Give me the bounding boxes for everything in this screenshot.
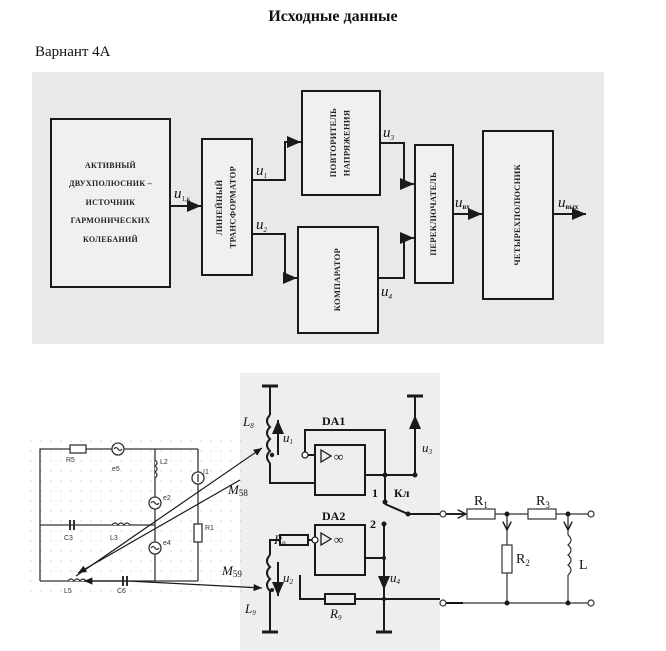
wire-u3: [381, 142, 414, 190]
label-u3: u3: [383, 125, 395, 142]
label-r9-top: R9: [273, 532, 286, 548]
label-l5: L5: [64, 588, 72, 595]
arrow-m59: [127, 580, 263, 592]
resistor-r3-quad: [527, 508, 557, 520]
inductor-l3: [111, 522, 131, 527]
inductor-l2: [153, 459, 158, 479]
right-circuit-dots: [269, 419, 418, 601]
resistor-r2-quad: [501, 544, 513, 574]
label-c6: C6: [117, 588, 126, 595]
document-title: Исходные данные: [268, 8, 398, 25]
label-m59: M59: [221, 563, 242, 579]
label-u1-right: u1: [283, 430, 293, 446]
label-l-quad: L: [579, 558, 588, 573]
label-r5: R5: [66, 457, 75, 464]
inductor-l9: [266, 554, 272, 592]
grid-background: [28, 440, 243, 600]
label-i1: I1: [203, 469, 209, 476]
label-u-in: uвх: [455, 195, 470, 211]
label-l8: L8: [242, 414, 254, 430]
label-r1: R1: [205, 525, 214, 532]
label-u-out: uвых: [558, 195, 579, 211]
label-pos1: 1: [372, 486, 378, 500]
label-l3: L3: [110, 535, 118, 542]
label-da2: DA2: [322, 509, 345, 523]
source-line-5: КОЛЕБАНИЙ: [82, 234, 139, 244]
label-e5: e5: [112, 466, 120, 473]
mutual-arrows: [75, 447, 263, 592]
arrow-l5: [77, 479, 241, 574]
label-pos2: 2: [370, 517, 376, 531]
label-l9: L9: [244, 601, 256, 617]
label-m58: M58: [227, 482, 248, 498]
label-u4-right: u4: [390, 570, 401, 586]
quadripole-circuit: [439, 508, 595, 607]
resistor-r9-bottom: [324, 593, 356, 605]
wire-u4: [379, 232, 414, 279]
label-u3-right: u3: [422, 440, 433, 456]
left-circuit: [39, 442, 205, 586]
label-da1: DA1: [322, 414, 345, 428]
source-line-3: ИСТОЧНИК: [85, 197, 136, 207]
label-r2-quad: R2: [516, 552, 530, 568]
label-r3-quad: R3: [536, 494, 550, 510]
inductor-l5: [67, 578, 87, 583]
inductor-l8: [266, 414, 272, 464]
follower-block: ПОВТОРИТЕЛЬ НАПРЯЖЕНИЯ: [301, 90, 381, 196]
label-u-source: u1,к: [174, 186, 191, 203]
left-circuit-labels: R5 e5 L2 e2 I1 R1 C3 L3 e4 L5 C6: [64, 457, 214, 595]
source-block: АКТИВНЫЙ ДВУХПОЛЮСНИК – ИСТОЧНИК ГАРМОНИ…: [50, 118, 171, 288]
variant-label: Варнант 4А: [35, 44, 111, 60]
label-u1: u1: [256, 163, 267, 180]
resistor-r5: [69, 444, 87, 454]
label-l2: L2: [160, 459, 168, 466]
source-line-2: ДВУХПОЛЮСНИК –: [68, 179, 153, 189]
inductor-l-quad: [567, 534, 572, 576]
label-r9-bottom: R9: [329, 606, 342, 622]
right-circuit-labels: L8 u1 u3 M58 R9 M59 u2 u4 L9 R9: [221, 414, 433, 622]
inverting-input-da2: [311, 536, 319, 544]
label-u2: u2: [256, 217, 268, 234]
source-line-1: АКТИВНЫЙ: [84, 161, 137, 171]
label-e2: e2: [163, 495, 171, 502]
wire-u1: [253, 136, 301, 181]
transformer-block: ЛИНЕЙНЫЙ ТРАНСФОРМАТОР: [201, 138, 253, 276]
block-wires: [171, 136, 586, 284]
wire-u2: [253, 233, 297, 284]
inverting-input-da1: [301, 451, 309, 459]
opamp-da1: [314, 444, 366, 496]
opamp-da2: [314, 524, 366, 576]
label-kl: Кл: [394, 486, 410, 500]
switch-block: ПЕРЕКЛЮЧАТЕЛЬ: [414, 144, 454, 284]
quadripole-labels: R1 R3 R2 L: [474, 494, 588, 573]
arrow-m58: [75, 447, 263, 577]
right-circuit: [262, 384, 440, 634]
quadripole-block: ЧЕТЫРЕХПОЛЮСНИК: [482, 130, 554, 300]
signal-labels: u1,к u1 u2 u3 u4 uвх uвых: [174, 125, 579, 301]
infinity-da2: ∞: [334, 532, 343, 547]
comparator-block: КОМПАРАТОР: [297, 226, 379, 334]
label-c3: C3: [64, 535, 73, 542]
source-line-4: ГАРМОНИЧЕСКИХ: [70, 216, 151, 226]
resistor-r1-quad: [466, 508, 496, 520]
label-u4: u4: [381, 284, 393, 301]
label-r1-quad: R1: [474, 494, 488, 510]
infinity-da1: ∞: [334, 449, 343, 464]
label-u2-right: u2: [283, 570, 294, 586]
resistor-r1: [193, 523, 203, 543]
label-e4: e4: [163, 540, 171, 547]
